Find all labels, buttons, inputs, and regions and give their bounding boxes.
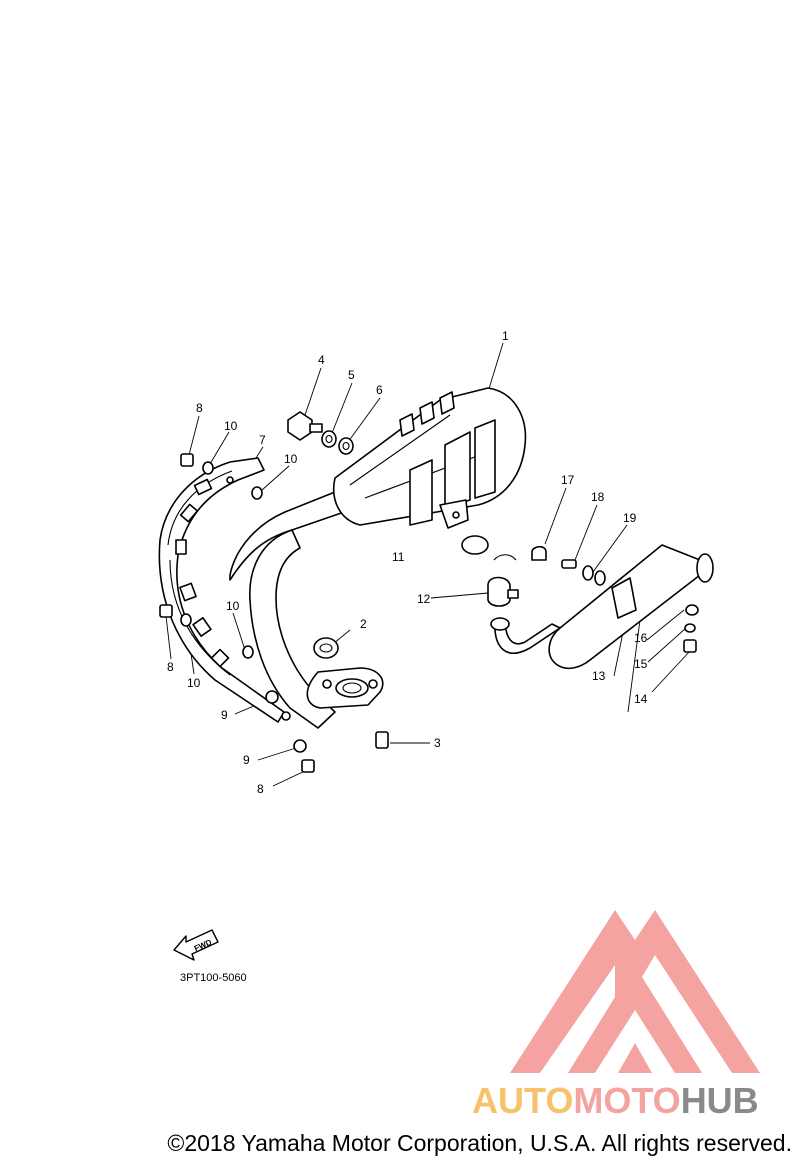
callout-8-left: 8 [167, 660, 174, 674]
exhaust-pipe [229, 487, 384, 729]
callout-9-upper: 9 [221, 708, 228, 722]
callout-8-bottom: 8 [257, 782, 264, 796]
logo-wordmark: AUTOMOTOHUB [472, 1080, 759, 1120]
callout-3: 3 [434, 736, 441, 750]
callout-18: 18 [591, 490, 605, 504]
callout-8-top: 8 [196, 401, 203, 415]
callout-10-top-right: 10 [284, 452, 298, 466]
callout-9-lower: 9 [243, 753, 250, 767]
callout-4: 4 [318, 353, 325, 367]
callout-7: 7 [259, 433, 266, 447]
muffler [333, 387, 527, 529]
automotohub-logo: AUTOMOTOHUB [472, 910, 760, 1120]
callout-19: 19 [623, 511, 637, 525]
callout-2: 2 [360, 617, 367, 631]
tail-pipe [490, 544, 714, 670]
callout-10-top-left: 10 [224, 419, 238, 433]
callout-12: 12 [417, 592, 431, 606]
callout-17: 17 [561, 473, 575, 487]
callout-15: 15 [634, 657, 648, 671]
callout-13: 13 [592, 669, 606, 683]
callout-6: 6 [376, 383, 383, 397]
fasteners [159, 411, 699, 773]
callout-14: 14 [634, 692, 648, 706]
copyright-notice: ©2018 Yamaha Motor Corporation, U.S.A. A… [167, 1130, 792, 1156]
forward-arrow-icon: FWD [173, 929, 219, 961]
callout-labels: 1 2 3 4 5 6 7 8 8 8 9 9 10 10 10 10 11 1… [167, 329, 648, 796]
callout-11: 11 [392, 550, 405, 564]
callout-10-mid: 10 [226, 599, 240, 613]
logo-mark [510, 910, 760, 1073]
leader-lines [165, 342, 691, 787]
callout-1: 1 [502, 329, 509, 343]
diagram-code: 3PT100-5060 [180, 972, 247, 984]
callout-5: 5 [348, 368, 355, 382]
callout-10-left: 10 [187, 676, 201, 690]
callout-16: 16 [634, 631, 648, 645]
